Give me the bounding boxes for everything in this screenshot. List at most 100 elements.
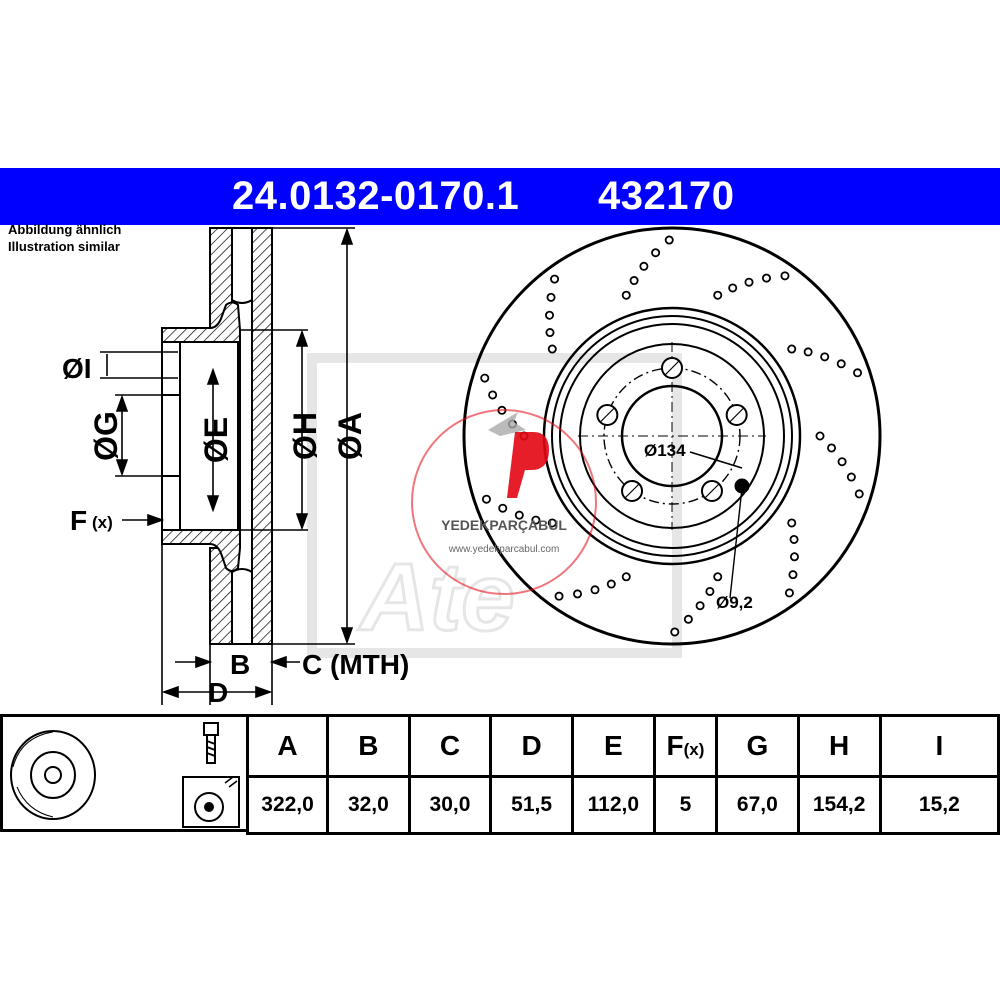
label-dim-d: D xyxy=(208,677,228,708)
bolt-hole-mark xyxy=(704,483,720,499)
disc-front-view xyxy=(462,226,882,646)
drill-hole xyxy=(803,347,813,357)
drill-hole xyxy=(815,431,825,441)
bolt-icon xyxy=(203,722,219,764)
watermark-brand: YEDEKPARÇABUL xyxy=(441,517,567,533)
col-header-f-suffix: (x) xyxy=(683,740,705,759)
drill-hole xyxy=(728,283,738,293)
drill-hole xyxy=(713,290,723,300)
col-header-c: C xyxy=(407,714,493,778)
bolt-hole-mark xyxy=(729,407,745,423)
drill-hole xyxy=(789,534,799,544)
drill-hole xyxy=(787,518,797,528)
value-f: 5 xyxy=(652,775,719,835)
col-header-h: H xyxy=(796,714,882,778)
drill-hole xyxy=(744,277,754,287)
watermark-url: www.yedekparcabul.com xyxy=(448,544,560,555)
label-dim-a: ØA xyxy=(332,412,368,460)
watermark: YEDEKPARÇABUL www.yedekparcabul.com xyxy=(411,409,597,595)
value-h: 154,2 xyxy=(796,775,882,835)
drill-hole xyxy=(621,290,631,300)
drill-hole xyxy=(545,310,555,320)
drill-hole xyxy=(664,235,674,245)
drill-hole xyxy=(480,373,490,383)
drill-hole xyxy=(837,457,847,467)
centering-hole xyxy=(734,478,750,494)
drill-hole xyxy=(546,292,556,302)
reference-number: 432170 xyxy=(598,174,735,218)
col-header-f-letter: F xyxy=(666,730,684,761)
label-dim-c: C (MTH) xyxy=(302,649,409,680)
disc-section-view xyxy=(161,227,273,645)
bolt-holes xyxy=(596,357,750,503)
drill-hole xyxy=(784,588,794,598)
drill-hole xyxy=(683,614,693,624)
drill-hole xyxy=(854,489,864,499)
col-header-a: A xyxy=(245,714,330,778)
drill-hole xyxy=(787,344,797,354)
label-dim-f: F xyxy=(70,505,87,536)
drill-hole xyxy=(639,261,649,271)
drill-hole xyxy=(705,586,715,596)
label-bolt-circle: Ø134 xyxy=(644,441,686,460)
drill-hole xyxy=(547,518,557,528)
drill-hole xyxy=(590,585,600,595)
drill-hole xyxy=(788,570,798,580)
table-header-row: A B C D E F(x) G H I xyxy=(245,714,1000,778)
side-dimensions xyxy=(100,227,355,705)
drill-hole xyxy=(531,515,541,525)
drill-hole xyxy=(836,359,846,369)
drill-hole xyxy=(488,390,498,400)
drill-hole xyxy=(554,591,564,601)
part-number: 24.0132-0170.1 xyxy=(232,174,520,218)
drill-hole xyxy=(651,248,661,258)
header-bar: 24.0132-0170.1 432170 xyxy=(0,168,1000,225)
svg-text:Ate: Ate xyxy=(358,544,515,651)
drill-hole xyxy=(498,503,508,513)
col-header-g: G xyxy=(715,714,800,778)
value-i: 15,2 xyxy=(878,775,1000,835)
value-b: 32,0 xyxy=(326,775,411,835)
col-header-e: E xyxy=(570,714,656,778)
icon-panel xyxy=(0,714,246,832)
label-dim-i: ØI xyxy=(62,353,92,384)
note-line-german: Abbildung ähnlich xyxy=(8,222,122,237)
drill-hole xyxy=(853,368,863,378)
col-header-d: D xyxy=(489,714,574,778)
drill-hole xyxy=(670,627,680,637)
brake-disc-drawing: Ate xyxy=(62,226,882,708)
col-header-f: F(x) xyxy=(652,714,719,778)
value-g: 67,0 xyxy=(715,775,800,835)
value-e: 112,0 xyxy=(570,775,656,835)
label-hole-diameter: Ø9,2 xyxy=(716,593,753,612)
drill-hole xyxy=(789,552,799,562)
label-dim-h: ØH xyxy=(287,412,323,460)
drill-hole xyxy=(713,572,723,582)
col-header-i: I xyxy=(878,714,1000,778)
label-dim-f-suffix: (x) xyxy=(92,513,113,532)
bolt-hole-mark xyxy=(599,407,615,423)
drill-hole xyxy=(827,443,837,453)
label-dim-e: ØE xyxy=(198,417,234,463)
illustration-note: Abbildung ähnlich Illustration similar xyxy=(8,221,121,255)
drill-hole xyxy=(695,601,705,611)
drill-hole xyxy=(846,472,856,482)
spec-table: A B C D E F(x) G H I 322,0 32,0 30,0 51,… xyxy=(0,714,1000,835)
value-c: 30,0 xyxy=(407,775,493,835)
drill-hole xyxy=(606,579,616,589)
drill-hole xyxy=(621,572,631,582)
drill-hole xyxy=(780,271,790,281)
label-dim-b: B xyxy=(230,649,250,680)
bolt-hole-mark xyxy=(664,360,680,376)
bolt-hole-mark xyxy=(624,483,640,499)
col-header-b: B xyxy=(326,714,411,778)
table-value-row: 322,0 32,0 30,0 51,5 112,0 5 67,0 154,2 … xyxy=(245,775,1000,835)
drill-hole xyxy=(550,274,560,284)
drill-hole xyxy=(761,273,771,283)
label-dim-g: ØG xyxy=(88,411,124,461)
value-a: 322,0 xyxy=(245,775,330,835)
product-icons xyxy=(10,722,240,828)
disc-icon xyxy=(10,730,96,820)
background-logo: Ate xyxy=(307,353,682,658)
drill-hole xyxy=(481,494,491,504)
